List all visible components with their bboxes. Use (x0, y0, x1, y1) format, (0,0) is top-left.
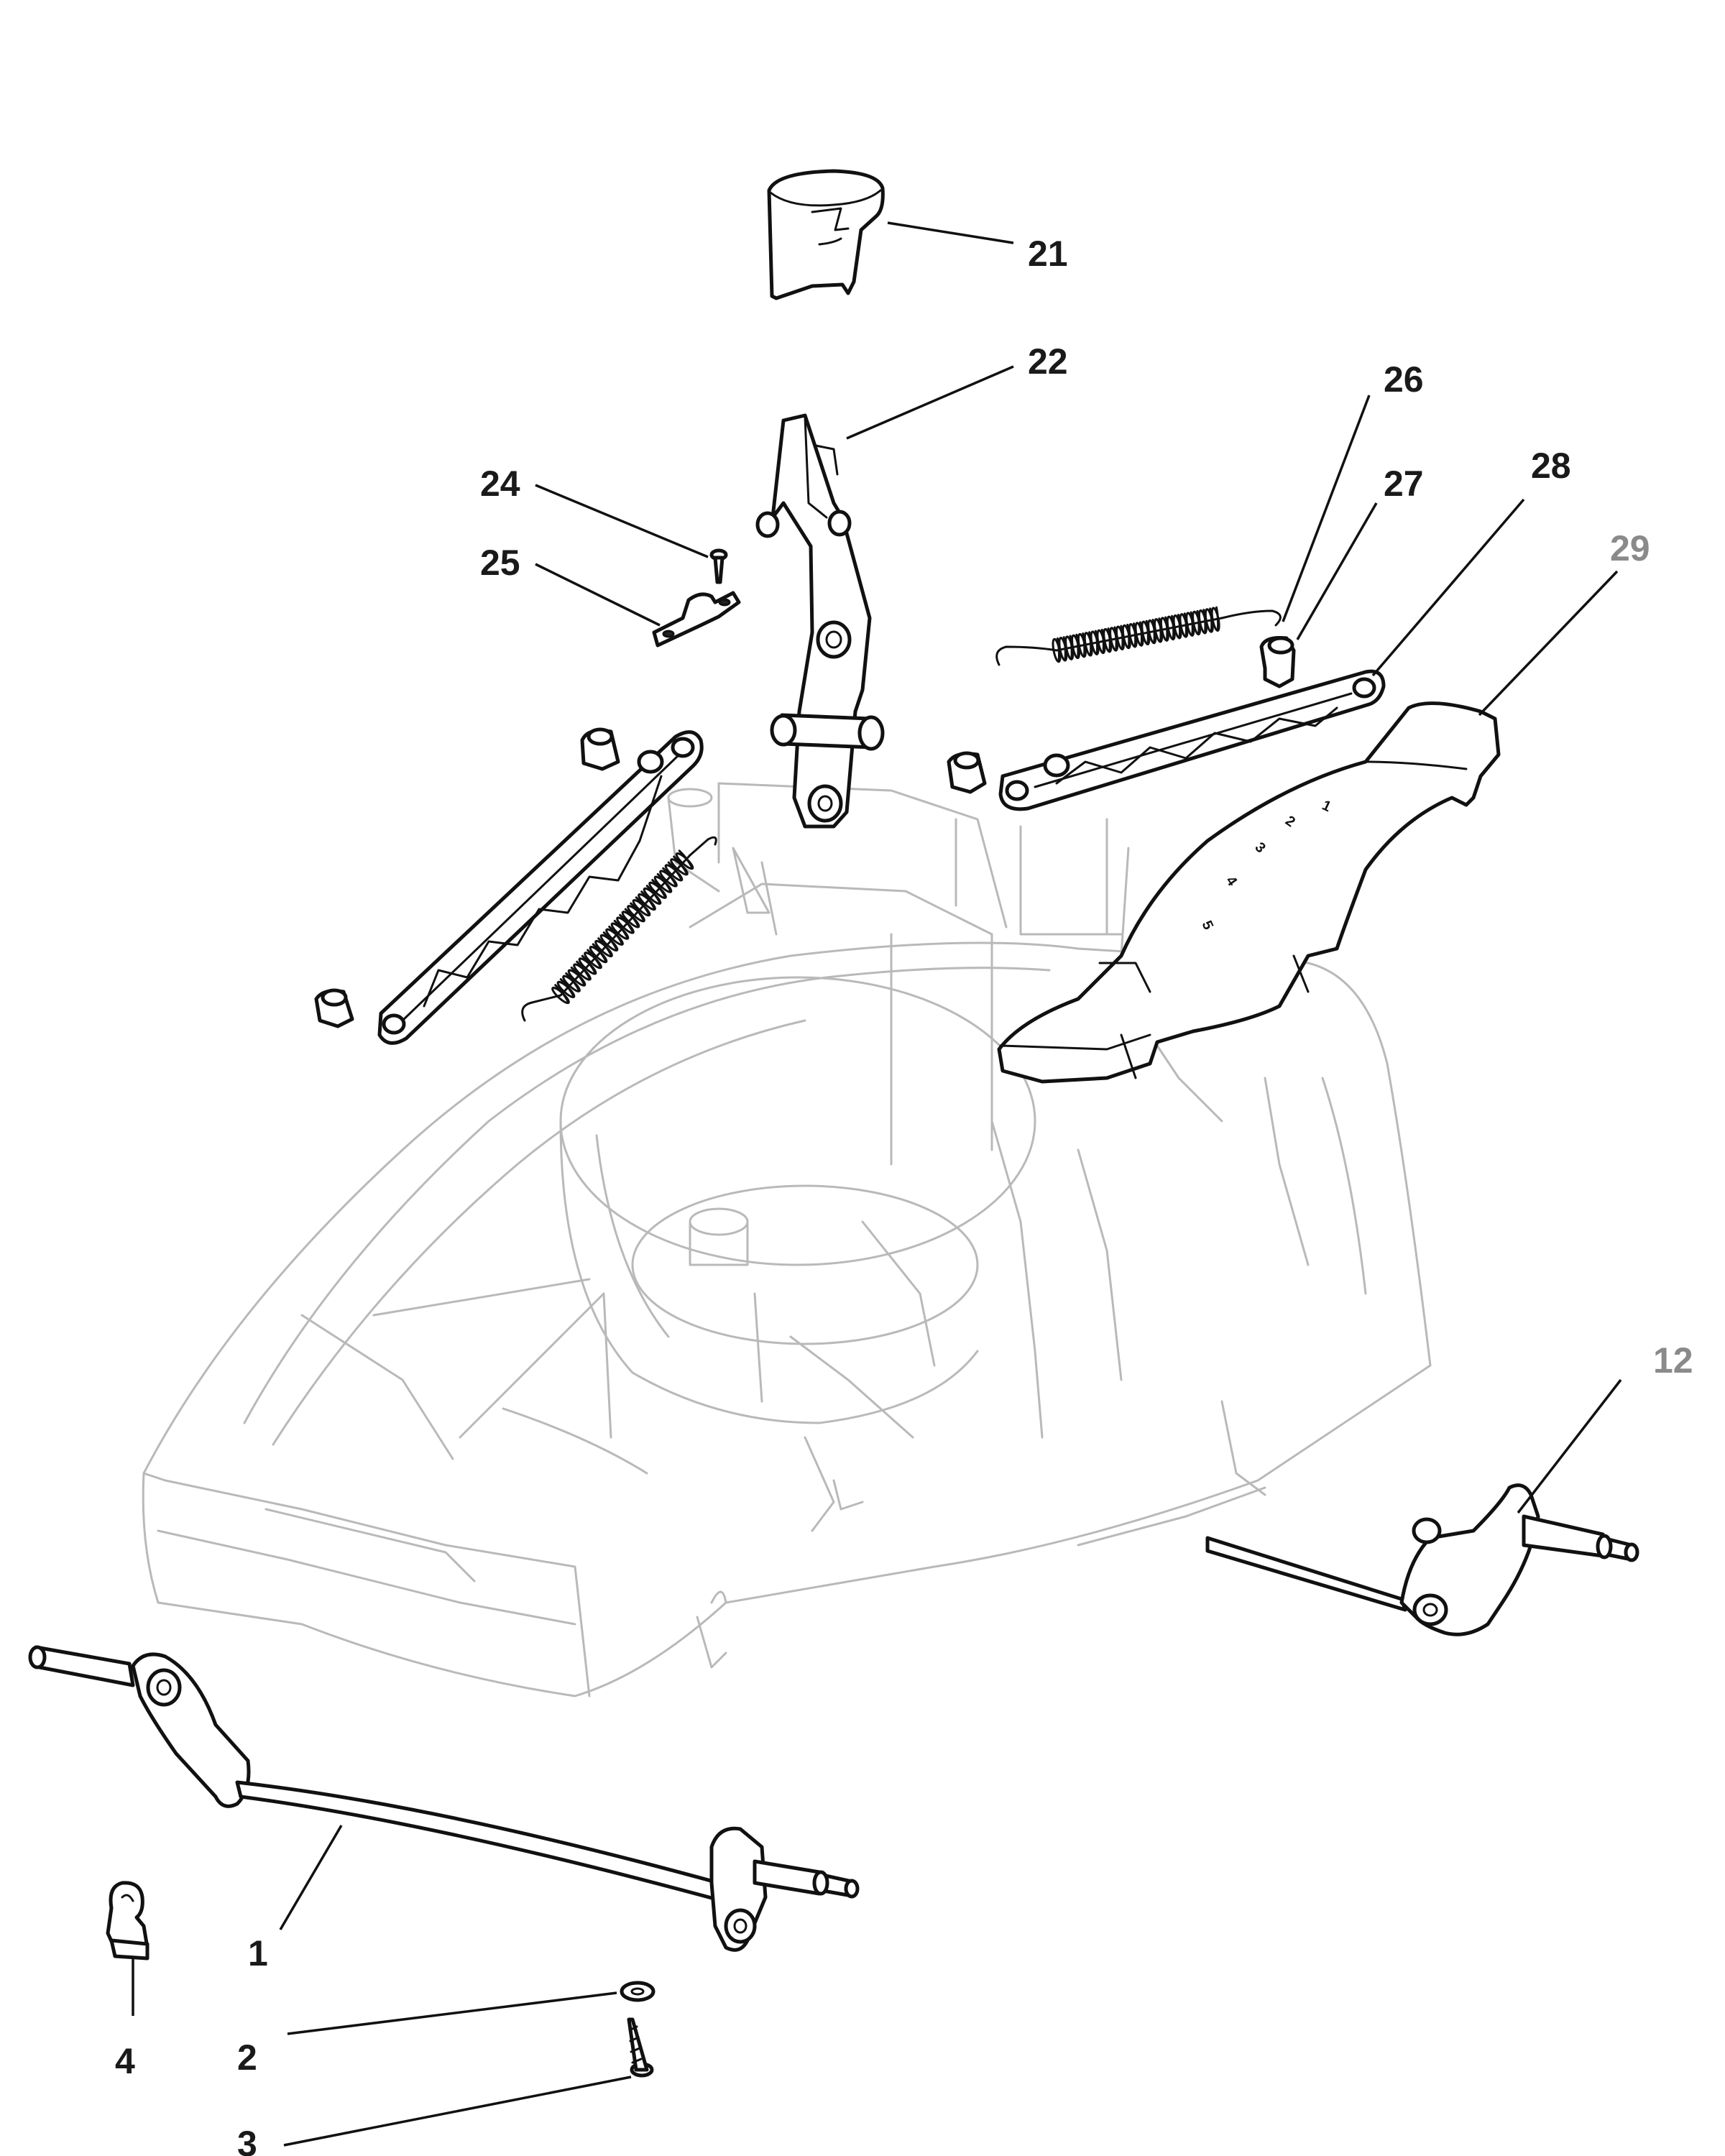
part-24-screw (709, 548, 728, 584)
part-4-hook-clip (106, 1881, 150, 1961)
part-26-spring (995, 606, 1282, 666)
part-25-clamp (652, 591, 741, 648)
clip-lower-left (314, 988, 354, 1028)
leader-lines (132, 221, 1622, 2147)
callout-12: 12 (1653, 1340, 1693, 1381)
callout-1: 1 (248, 1933, 268, 1973)
callout-29: 29 (1610, 528, 1650, 568)
callout-labels: 21 22 26 27 28 24 25 29 12 1 4 2 3 (115, 234, 1693, 2156)
part-21-knob (767, 169, 885, 300)
part-3-screw (627, 2017, 654, 2078)
part-27-pivot-clip (1259, 636, 1296, 688)
part-12-rear-axle (1205, 1483, 1639, 1636)
callout-3: 3 (237, 2124, 257, 2156)
callout-24: 24 (480, 464, 520, 504)
part-1-front-axle (28, 1645, 860, 1952)
callout-2: 2 (237, 2037, 257, 2078)
mower-deck (142, 782, 1432, 1697)
clip-near-28 (947, 751, 987, 794)
part-22-height-lever (755, 413, 885, 829)
callout-26: 26 (1384, 359, 1424, 400)
left-link-bar (377, 730, 704, 1045)
part-2-washer (620, 1981, 656, 2002)
callout-22: 22 (1028, 341, 1068, 382)
clip-upper-left (580, 727, 620, 771)
part-28-link-bar (998, 669, 1386, 811)
left-spring (521, 836, 717, 1022)
callout-27: 27 (1384, 464, 1424, 504)
callout-4: 4 (115, 2041, 135, 2081)
part-29-height-cover: 1 2 3 4 5 (997, 701, 1501, 1084)
callout-28: 28 (1531, 446, 1571, 486)
callout-21: 21 (1028, 234, 1068, 274)
callout-25: 25 (480, 543, 520, 583)
